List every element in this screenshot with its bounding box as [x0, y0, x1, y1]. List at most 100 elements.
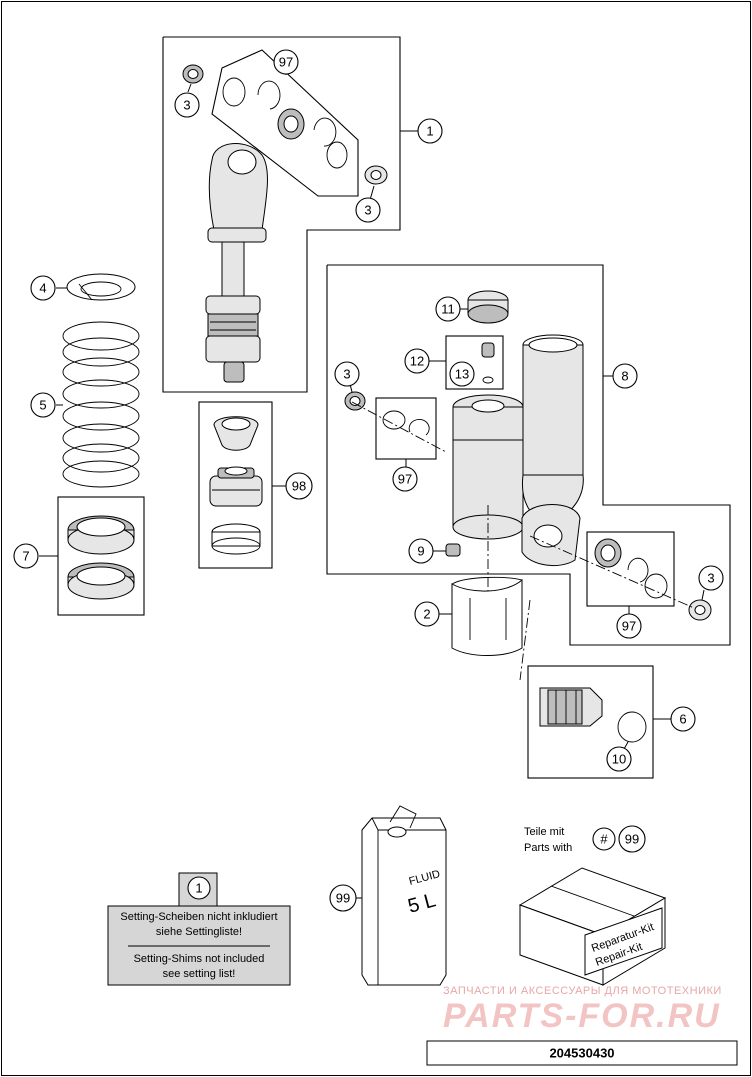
- bleed-screw: [445, 543, 461, 557]
- svg-text:7: 7: [22, 549, 29, 564]
- ring-c: [382, 410, 406, 430]
- group-box-12: [445, 335, 504, 390]
- note-de-line1: Setting-Scheiben nicht inkludiert: [120, 911, 277, 923]
- seal-cap-top-left: [182, 64, 204, 84]
- svg-text:98: 98: [292, 479, 306, 494]
- svg-text:3: 3: [183, 98, 190, 113]
- callout-1-top: 1: [417, 118, 443, 144]
- group-box-98: [198, 401, 273, 569]
- snap-ring-c: [408, 418, 430, 436]
- svg-text:10: 10: [612, 752, 626, 767]
- callout-97-right: 97: [616, 613, 642, 639]
- svg-text:#: #: [600, 832, 608, 847]
- seal-cap-mid-left: [344, 391, 366, 411]
- callout-7: 7: [13, 543, 39, 569]
- watermark-caption: ЗАПЧАСТИ И АКСЕССУАРЫ ДЛЯ МОТОТЕХНИКИ: [443, 985, 722, 997]
- adjusting-nut-upper: [67, 515, 135, 555]
- svg-text:11: 11: [441, 302, 455, 317]
- reservoir-body: [452, 394, 524, 540]
- compression-adjuster: [539, 687, 603, 727]
- snap-ring-b: [313, 117, 337, 147]
- svg-text:1: 1: [195, 881, 202, 896]
- callout-12: 12: [404, 348, 430, 374]
- svg-text:4: 4: [39, 281, 46, 296]
- callout-5: 5: [30, 392, 56, 418]
- group-box-97-top: [211, 49, 359, 197]
- note-en-line2: see setting list!: [163, 968, 236, 980]
- callout-99-kit: 99: [618, 825, 646, 853]
- callout-11: 11: [435, 296, 461, 322]
- piston-rod-assembly: [205, 143, 268, 383]
- reservoir-cap: [467, 290, 509, 324]
- ring-d: [644, 573, 668, 599]
- bump-stop-cap: [213, 416, 259, 451]
- label-sleeve: [451, 576, 523, 656]
- callout-8: 8: [612, 363, 638, 389]
- callout-3-b: 3: [355, 197, 381, 223]
- svg-text:99: 99: [336, 891, 350, 906]
- svg-text:3: 3: [707, 571, 714, 586]
- kit-legend-en: Parts with: [524, 842, 572, 854]
- svg-text:1: 1: [426, 124, 433, 139]
- group-box-6: [527, 665, 654, 779]
- main-tube: [521, 334, 584, 521]
- svg-text:97: 97: [398, 472, 412, 487]
- snap-ring-d: [627, 557, 649, 583]
- repair-kit-box: [518, 867, 667, 986]
- seal-cap-right: [688, 599, 712, 621]
- svg-text:2: 2: [423, 607, 430, 622]
- adjusting-nut-lower: [67, 562, 135, 600]
- group-box-8: [326, 264, 731, 646]
- callout-4: 4: [30, 275, 56, 301]
- centerline: [529, 535, 695, 609]
- callout-1-note: 1: [187, 876, 211, 900]
- svg-text:12: 12: [410, 354, 424, 369]
- svg-text:8: 8: [621, 369, 628, 384]
- svg-text:6: 6: [679, 712, 686, 727]
- bushing-center: [277, 108, 305, 140]
- o-ring: [617, 711, 647, 743]
- seal-head: [209, 466, 263, 507]
- callout-97-top: 97: [273, 49, 299, 75]
- seal-cap-top-right: [364, 165, 388, 185]
- callout-97-mid: 97: [392, 466, 418, 492]
- callout-99-can: 99: [329, 884, 357, 912]
- svg-text:3: 3: [343, 367, 350, 382]
- clevis-eye: [521, 504, 581, 566]
- svg-text:5: 5: [39, 398, 46, 413]
- callout-3-d: 3: [698, 565, 724, 591]
- group-box-1: [162, 36, 401, 393]
- svg-text:9: 9: [417, 544, 424, 559]
- svg-text:99: 99: [625, 832, 639, 847]
- callout-2: 2: [414, 601, 440, 627]
- note-de-line2: siehe Settingliste!: [156, 926, 242, 938]
- kit-legend-hash: #: [592, 827, 616, 851]
- callout-3-c: 3: [334, 361, 360, 387]
- callout-3-a: 3: [174, 92, 200, 118]
- callout-13: 13: [449, 361, 475, 387]
- centerline: [351, 401, 447, 453]
- leader-line: [369, 185, 375, 201]
- group-box-97-mid: [375, 397, 437, 460]
- svg-text:3: 3: [364, 203, 371, 218]
- seal-ring: [211, 523, 261, 555]
- note-en-line1: Setting-Shims not included: [134, 953, 265, 965]
- centerline: [519, 599, 531, 681]
- watermark-logo: PARTS-FOR.RU: [443, 997, 721, 1035]
- figure-number-box: [426, 1040, 738, 1066]
- snap-ring-a: [257, 80, 281, 110]
- svg-text:13: 13: [455, 367, 469, 382]
- group-box-97-right: [586, 531, 675, 607]
- valve-insert: [481, 342, 495, 384]
- callout-6: 6: [670, 706, 696, 732]
- leader-line: [187, 83, 192, 93]
- svg-text:97: 97: [622, 619, 636, 634]
- spring: [62, 321, 140, 488]
- callout-9: 9: [408, 538, 434, 564]
- callout-98: 98: [285, 472, 313, 500]
- ring-a: [222, 77, 246, 107]
- fluid-can-drawing: [361, 805, 447, 986]
